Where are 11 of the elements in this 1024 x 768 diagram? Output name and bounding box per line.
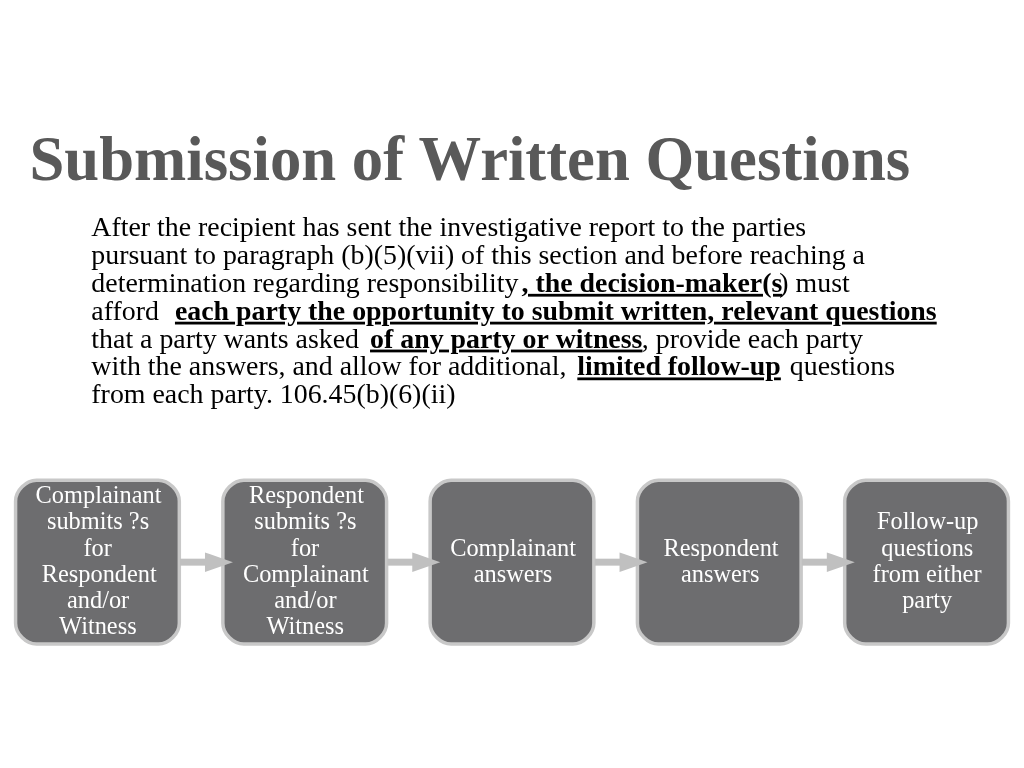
label: After the recipient has sent the investigative report to the parties pursuant to paragraph (b)(5)(vii) of this section and before reaching a determination regarding responsibility, the decision-maker(s) must afford each party the opportunity to submit written, relevant questions that a party wants asked of any party or witness, provide each party with the answers, and allow for additional, limited follow-up questions from each party. 106.45(b)(6)(ii): [91, 210, 937, 409]
arrow: [594, 551, 648, 572]
node-box: Respondent submits ?s for Complainant and/or Witness: [221, 478, 389, 646]
arrow: [387, 551, 441, 572]
node-box: Complainant submits ?s for Respondent and/or Witness: [13, 478, 182, 646]
arrow: [180, 551, 233, 572]
arrow: [801, 551, 855, 572]
node-box: Follow-up questions from either party: [842, 478, 1011, 646]
node-box: Respondent answers: [635, 478, 803, 646]
node-box: Complainant answers: [428, 478, 596, 646]
diagram-title: Submission of Written Questions: [29, 123, 911, 194]
